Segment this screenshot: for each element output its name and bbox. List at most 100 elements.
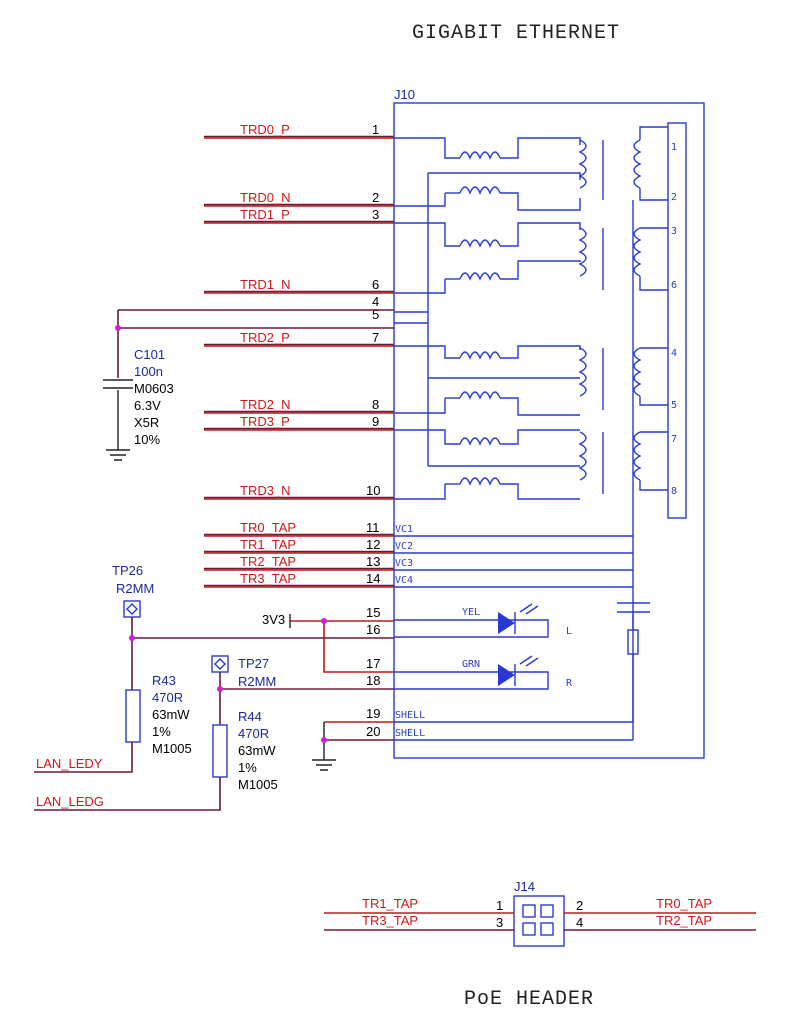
j14-pin-icon xyxy=(522,922,536,936)
junction-dot xyxy=(115,325,121,331)
pin-inner-label: SHELL xyxy=(395,728,425,739)
junction-dot xyxy=(321,618,327,624)
pin-number: 12 xyxy=(366,537,380,552)
pin-inner-label: VC3 xyxy=(395,558,413,569)
pin-net-label: TRD2_P xyxy=(240,330,290,345)
rj45-pin-number: 6 xyxy=(671,280,677,291)
pin-number: 2 xyxy=(372,190,379,205)
rj45-pin-number: 1 xyxy=(671,142,677,153)
transformers xyxy=(394,126,668,740)
pin-number: 6 xyxy=(372,277,379,292)
pin-number: 1 xyxy=(372,122,379,137)
pin-inner-label: VC2 xyxy=(395,541,413,552)
pin-number: 20 xyxy=(366,724,380,739)
led-yellow: YEL L xyxy=(462,603,572,637)
r43-tolerance: 1% xyxy=(152,724,171,739)
tp26-ref: TP26 xyxy=(112,563,143,578)
tp27-ref: TP27 xyxy=(238,656,269,671)
c101-dielectric: X5R xyxy=(134,415,159,430)
j14-pin-number: 2 xyxy=(576,898,583,913)
pin-net-label: TRD0_P xyxy=(240,122,290,137)
pin-net-label: TR0_TAP xyxy=(240,520,296,535)
pin-net-label: TRD1_P xyxy=(240,207,290,222)
c101-tolerance: 10% xyxy=(134,432,160,447)
rj45-pin-number: 5 xyxy=(671,400,677,411)
j10-ref: J10 xyxy=(394,87,415,102)
j14-net-left-1: TR1_TAP xyxy=(362,896,418,911)
testpoint-tp27: TP27 R2MM xyxy=(211,655,394,725)
shield-cap-and-resistor xyxy=(394,602,650,741)
pin-number: 19 xyxy=(366,706,380,721)
junction-dot xyxy=(129,635,135,641)
pin-number: 13 xyxy=(366,554,380,569)
magnetics xyxy=(394,126,668,741)
led-yellow-side: L xyxy=(566,626,572,637)
pin-net-label: TRD2_N xyxy=(240,397,291,412)
rj45-pin-number: 2 xyxy=(671,192,677,203)
pin-net-label: TR1_TAP xyxy=(240,537,296,552)
r44-package: M1005 xyxy=(238,777,278,792)
pin-net-label: TRD0_N xyxy=(240,190,291,205)
schematic-title: GIGABIT ETHERNET xyxy=(412,22,620,45)
c101-package: M0603 xyxy=(134,381,174,396)
c101-value: 100n xyxy=(134,364,163,379)
rj45-pin-number: 8 xyxy=(671,486,677,497)
junction-dot xyxy=(217,686,223,692)
resistor-r43: R43 470R 63mW 1% M1005 xyxy=(34,673,192,773)
pin-number: 4 xyxy=(372,294,379,309)
led-green-side: R xyxy=(566,678,573,689)
led-yellow-icon xyxy=(498,612,515,634)
led-green-label: GRN xyxy=(462,659,480,670)
led-yellow-label: YEL xyxy=(462,607,480,618)
led-loops xyxy=(394,619,549,690)
poe-header-title: PoE HEADER xyxy=(464,988,594,1011)
pin-net-label: TRD1_N xyxy=(240,277,291,292)
shell-ground xyxy=(312,721,394,771)
pin-number: 15 xyxy=(366,605,380,620)
pin-number: 8 xyxy=(372,397,379,412)
j14-pin-number: 1 xyxy=(496,898,503,913)
r44-tolerance: 1% xyxy=(238,760,257,775)
supply-3v3-label: 3V3 xyxy=(262,612,285,627)
pin-inner-label: VC4 xyxy=(395,575,413,586)
j14-ref: J14 xyxy=(514,879,535,894)
j14-net-right-1: TR0_TAP xyxy=(656,896,712,911)
r43-body xyxy=(125,689,141,743)
net-lan-ledg: LAN_LEDG xyxy=(36,794,104,809)
pin-number: 9 xyxy=(372,414,379,429)
pin-net-label: TRD3_N xyxy=(240,483,291,498)
r43-package: M1005 xyxy=(152,741,192,756)
rj45-pins: 1 2 3 6 4 5 7 8 xyxy=(671,142,677,497)
resistor-r44: R44 470R 63mW 1% M1005 xyxy=(34,709,278,811)
led-green: GRN R xyxy=(462,655,573,689)
r43-value: 470R xyxy=(152,690,183,705)
junction-dot xyxy=(321,737,327,743)
poe-header-j14: J14 TR1_TAP TR3_TAP 1 3 2 4 TR0_TAP TR2_… xyxy=(324,879,756,947)
tp26-value: R2MM xyxy=(116,581,154,596)
j14-body xyxy=(513,895,565,947)
j14-pin-number: 3 xyxy=(496,915,503,930)
c101-voltage: 6.3V xyxy=(134,398,161,413)
pin-number: 18 xyxy=(366,673,380,688)
r44-value: 470R xyxy=(238,726,269,741)
j14-net-right-2: TR2_TAP xyxy=(656,913,712,928)
r43-power: 63mW xyxy=(152,707,190,722)
pin-number: 14 xyxy=(366,571,380,586)
pin-number: 3 xyxy=(372,207,379,222)
net-lan-ledy: LAN_LEDY xyxy=(36,756,103,771)
ground-icon xyxy=(106,449,130,461)
rj45-pin-number: 4 xyxy=(671,348,677,359)
rj45-pin-number: 3 xyxy=(671,226,677,237)
r44-body xyxy=(212,724,228,778)
pin-inner-label: VC1 xyxy=(395,524,413,535)
common-mode-chokes xyxy=(394,137,581,500)
j14-pin-icon xyxy=(540,922,554,936)
ground-icon xyxy=(312,759,336,771)
c101-ref: C101 xyxy=(134,347,165,362)
r44-power: 63mW xyxy=(238,743,276,758)
r44-ref: R44 xyxy=(238,709,262,724)
led-green-icon xyxy=(498,664,515,686)
rj45-pin-number: 7 xyxy=(671,434,677,445)
pin-number: 16 xyxy=(366,622,380,637)
